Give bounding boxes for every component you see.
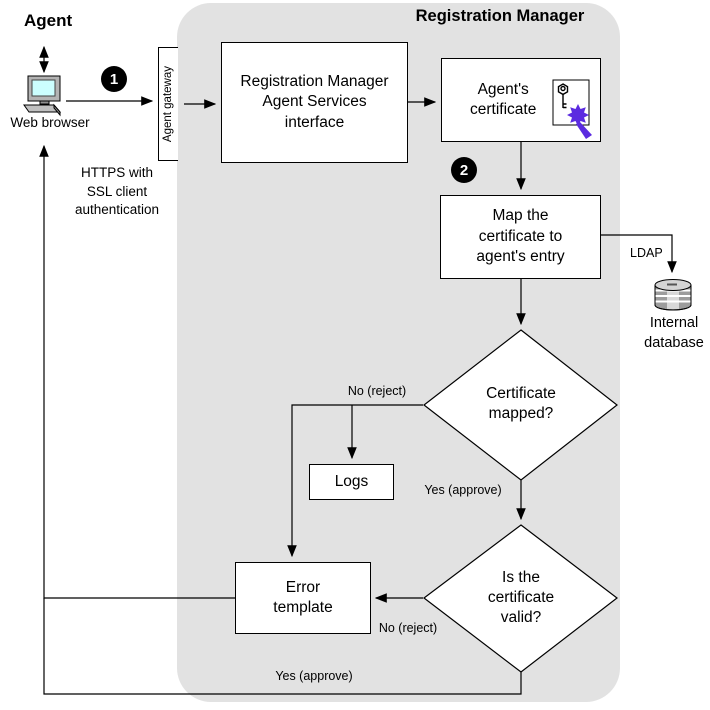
- ldap-label: LDAP: [630, 246, 663, 260]
- agent-services-interface-label: Registration Manager Agent Services inte…: [240, 72, 389, 131]
- certificate-valid-diamond: [423, 524, 618, 673]
- map-to-database-arrow: [601, 234, 677, 274]
- map-certificate-label: Map the certificate to agent's entry: [476, 207, 565, 266]
- error-template-label: Error template: [273, 578, 333, 616]
- error-template-box: Error template: [235, 562, 371, 634]
- mapped-no-to-error-arrow: [287, 404, 423, 558]
- web-browser-icon: [23, 75, 62, 117]
- agent-services-interface-box: Registration Manager Agent Services inte…: [221, 42, 408, 163]
- step-2-badge: 2: [451, 157, 477, 183]
- no-reject-label-2: No (reject): [378, 621, 438, 635]
- logs-label: Logs: [334, 472, 369, 490]
- agent-gateway-label: Agent gateway: [161, 65, 174, 143]
- logs-box: Logs: [309, 464, 394, 500]
- certificate-mapped-diamond: [423, 329, 618, 481]
- yes-approve-label-1: Yes (approve): [424, 483, 502, 497]
- key-icon: [557, 83, 569, 109]
- agents-certificate-box: Agent's certificate: [441, 58, 601, 142]
- certificate-valid-label: Is the certificate valid?: [487, 569, 555, 627]
- step-1-badge: 1: [101, 66, 127, 92]
- agent-gateway-box: Agent gateway: [158, 47, 178, 161]
- agent-heading: Agent: [24, 11, 73, 30]
- no-reject-label-1: No (reject): [347, 384, 407, 398]
- seal-ribbon: [576, 122, 592, 139]
- certificate-mapped-label: Certificate mapped?: [486, 385, 556, 423]
- certificate-icon: [552, 79, 592, 139]
- panel-title: Registration Manager: [415, 7, 585, 25]
- https-ssl-note: HTTPS with SSL client authentication: [74, 165, 160, 218]
- internal-database-label: Internal database: [644, 315, 704, 351]
- seal-icon: [567, 104, 589, 126]
- yes-approve-label-2: Yes (approve): [275, 669, 353, 683]
- map-certificate-box: Map the certificate to agent's entry: [440, 195, 601, 279]
- valid-yes-return-line: [43, 598, 522, 695]
- web-browser-label: Web browser: [10, 115, 90, 130]
- database-icon: [654, 279, 692, 311]
- agents-certificate-label: Agent's certificate: [470, 80, 537, 118]
